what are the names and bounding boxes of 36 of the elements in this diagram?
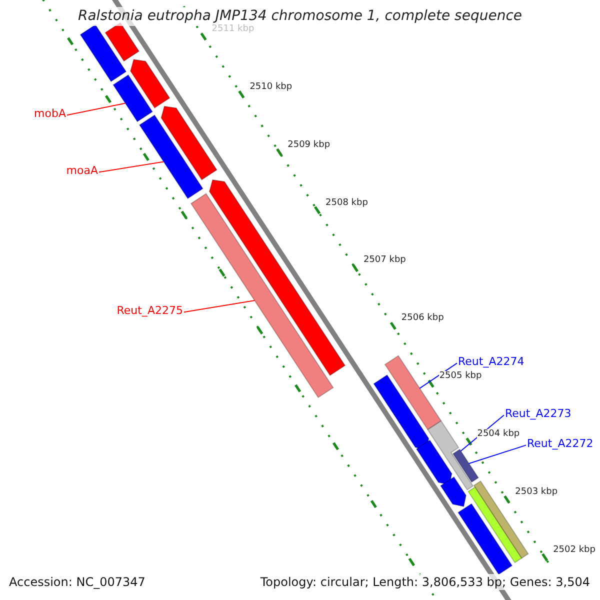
scale-label: 2511 kbp: [212, 24, 254, 35]
scale-label: 2506 kbp: [401, 313, 444, 324]
leader-line: [66, 102, 126, 116]
scale-label: 2510 kbp: [250, 82, 292, 93]
gene-feature: [427, 420, 474, 491]
accession-text: Accession: NC_007347: [9, 574, 146, 590]
gene-feature: [138, 114, 204, 200]
gene-feature: [112, 74, 154, 122]
scale-label: 2502 kbp: [553, 544, 596, 556]
gene-feature: [373, 374, 430, 450]
leader-line: [419, 362, 458, 389]
gene-label: Reut_A2272: [527, 437, 594, 450]
leader-line: [468, 444, 526, 464]
gene-label: moaA: [66, 164, 98, 178]
gene-feature: [452, 448, 480, 483]
scale-label: 2509 kbp: [288, 140, 330, 150]
gene-feature: [440, 476, 467, 508]
scale-label: 2503 kbp: [515, 486, 558, 498]
scale-label: 2505 kbp: [439, 371, 482, 382]
gene-feature: [416, 440, 452, 486]
gene-feature: [457, 503, 513, 576]
scale-label: 2504 kbp: [477, 428, 520, 440]
leader-line: [98, 161, 164, 173]
genome-summary: Topology: circular; Length: 3,806,533 bp; Genes: 3,504: [260, 574, 590, 590]
gene-label: Reut_A2274: [458, 355, 524, 368]
gene-feature: [384, 355, 442, 430]
leader-line: [184, 300, 256, 313]
gene-feature: [80, 24, 127, 82]
gene-feature: [208, 179, 346, 376]
scale-label: 2508 kbp: [326, 198, 368, 208]
gene-label: mobA: [34, 107, 66, 120]
scale-label: 2507 kbp: [363, 255, 406, 266]
gene-feature: [160, 106, 218, 180]
gene-label: Reut_A2273: [505, 407, 572, 420]
gene-feature: [130, 58, 170, 109]
gene-label: Reut_A2275: [116, 304, 183, 318]
